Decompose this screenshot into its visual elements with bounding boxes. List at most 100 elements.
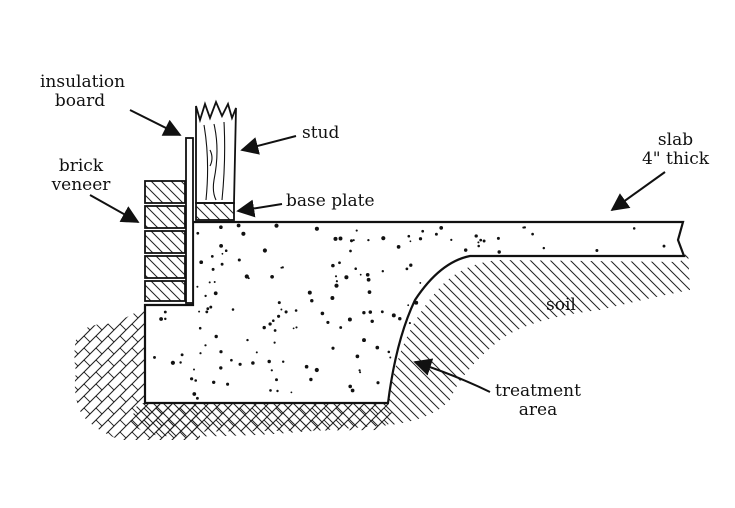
aggregate-speck [542,246,546,250]
aggregate-speck [347,317,352,322]
aggregate-speck [170,360,175,365]
aggregate-speck [204,344,207,347]
aggregate-speck [277,314,281,318]
aggregate-speck [338,236,343,241]
aggregate-speck [213,281,216,283]
aggregate-speck [204,294,207,298]
arrow-treatment-area [413,358,491,393]
arrow-base-plate [236,199,283,218]
aggregate-speck [334,275,338,278]
aggregate-speck [307,290,312,295]
aggregate-speck [355,354,360,359]
aggregate-speck [338,261,341,265]
aggregate-speck [355,229,358,232]
aggregate-speck [274,223,279,228]
aggregate-speck [479,238,483,242]
aggregate-speck [212,380,216,384]
aggregate-speck [497,250,501,254]
aggregate-speck [334,283,339,288]
aggregate-speck [295,326,298,329]
aggregate-speck [407,304,410,307]
aggregate-speck [262,248,267,253]
aggregate-speck [381,270,384,273]
aggregate-speck [370,319,374,324]
aggregate-speck [214,334,218,339]
aggregate-speck [331,263,335,268]
aggregate-speck [273,329,277,332]
aggregate-speck [205,310,209,314]
concrete-aggregate-specks [153,223,666,400]
aggregate-speck [206,307,210,311]
aggregate-speck [211,267,215,271]
aggregate-speck [418,237,423,241]
soil-right [130,250,690,437]
aggregate-speck [262,325,266,330]
aggregate-speck [294,309,298,312]
aggregate-speck [349,239,354,243]
aggregate-speck [251,361,255,365]
aggregate-speck [226,382,230,386]
aggregate-speck [348,384,353,389]
label-treatment-area: treatment area [495,381,581,420]
aggregate-speck [496,236,500,240]
aggregate-speck [219,243,224,248]
aggregate-speck [522,226,525,229]
aggregate-speck [331,346,335,350]
aggregate-speck [231,308,235,311]
aggregate-speck [304,364,309,369]
aggregate-speck [310,299,314,303]
aggregate-speck [246,338,249,342]
aggregate-speck [339,326,343,329]
arrow-brick-veneer [89,194,140,223]
arrow-stud [240,135,297,155]
aggregate-speck [210,255,214,258]
aggregate-speck [391,313,396,318]
aggregate-speck [414,300,419,305]
aggregate-speck [236,223,241,228]
aggregate-speck [198,310,201,313]
aggregate-speck [349,249,352,253]
aggregate-speck [196,231,200,235]
aggregate-speck [219,366,223,370]
aggregate-speck [407,234,411,238]
aggregate-speck [333,236,338,241]
aggregate-speck [241,231,246,236]
concrete-slab-and-footing [143,220,686,405]
aggregate-speck [255,351,258,354]
aggregate-speck [632,227,636,230]
aggregate-speck [409,263,413,267]
label-slab: slab 4" thick [641,130,710,169]
aggregate-speck [193,368,195,371]
aggregate-speck [350,388,355,393]
aggregate-speck [272,319,275,323]
aggregate-speck [270,274,274,279]
aggregate-speck [270,369,273,372]
aggregate-speck [387,350,391,354]
aggregate-speck [366,277,371,282]
aggregate-speck [220,262,224,266]
aggregate-speck [230,358,233,362]
aggregate-speck [180,353,184,357]
label-stud: stud [302,123,340,143]
aggregate-speck [276,389,279,393]
aggregate-speck [367,238,370,242]
aggregate-speck [192,392,197,396]
aggregate-speck [269,389,272,392]
label-soil: soil [546,295,576,315]
aggregate-speck [199,352,202,355]
aggregate-speck [189,377,194,381]
aggregate-speck [326,320,330,324]
aggregate-speck [309,377,313,382]
brick-veneer [144,180,186,302]
aggregate-speck [281,266,284,269]
aggregate-speck [381,236,386,241]
aggregate-speck [477,244,480,248]
stud [195,99,237,204]
aggregate-speck [314,367,319,373]
aggregate-speck [208,281,211,284]
aggregate-speck [335,280,338,283]
aggregate-speck [405,267,409,271]
aggregate-speck [219,350,223,354]
aggregate-speck [362,311,366,315]
